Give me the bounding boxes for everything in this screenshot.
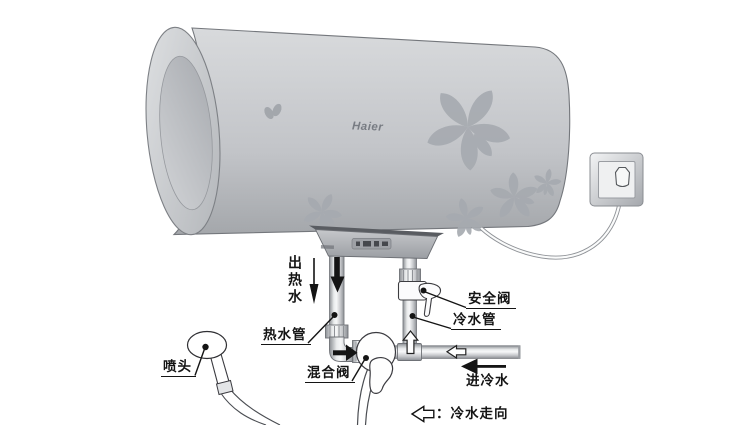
hot-pipe-coupling — [325, 324, 349, 339]
mixing-valve-lever — [369, 357, 394, 394]
shower-head — [186, 330, 281, 425]
label-cold-water-pipe: 冷水管 — [451, 312, 501, 330]
power-plug-icon — [614, 166, 631, 188]
cold-pipe-coupling — [399, 268, 421, 283]
hot-out-arrow-icon — [309, 258, 319, 304]
label-safety-valve: 安全阀 — [466, 291, 516, 309]
butterfly-decor — [264, 103, 282, 120]
label-cold-water-in: 进冷水 — [466, 373, 510, 388]
label-shower-head: 喷头 — [161, 359, 196, 377]
control-panel — [309, 225, 444, 259]
brand-logo: Haier — [351, 120, 384, 134]
legend-arrow-icon — [410, 405, 435, 423]
water-heater-tank — [145, 26, 571, 247]
cold-riser-arrow-icon — [401, 330, 420, 355]
callout-dots — [202, 287, 427, 361]
power-cord — [479, 185, 623, 260]
cold-in-arrow-icon — [461, 358, 506, 375]
label-legend-cold-flow: ：冷水走向 — [436, 406, 509, 421]
label-hot-water-pipe: 热水管 — [261, 327, 311, 345]
mixing-valve — [355, 331, 397, 425]
tank-end-cap — [145, 26, 221, 236]
label-hot-water-out: 出热水 — [287, 255, 303, 306]
control-panel-display — [320, 238, 392, 250]
elbow-flow-arrow-icon — [333, 344, 358, 361]
label-mixing-valve: 混合阀 — [305, 365, 355, 383]
leader-lines — [194, 290, 467, 382]
cold-pipe-flow-arrow-icon — [445, 344, 467, 360]
wall-outlet — [589, 152, 644, 207]
hot-pipe-flow-arrow-icon — [330, 257, 345, 293]
